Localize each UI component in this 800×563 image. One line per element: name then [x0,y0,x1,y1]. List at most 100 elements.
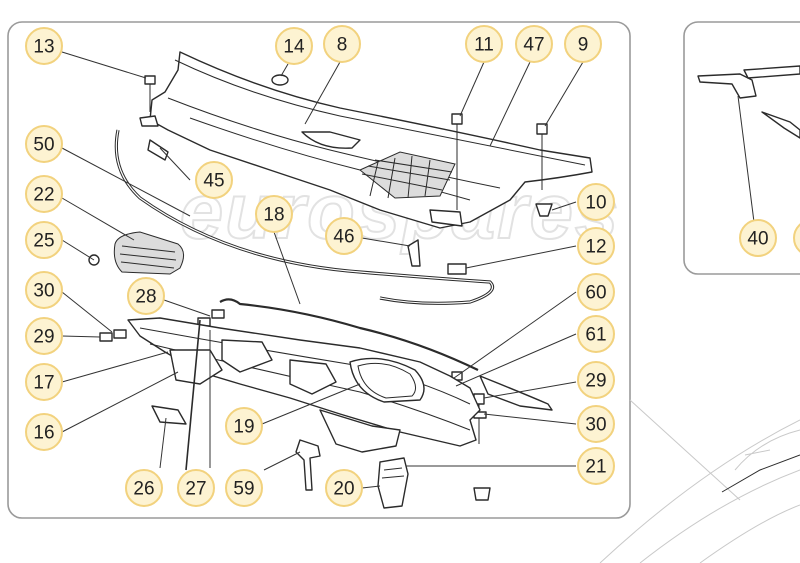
callout-circle [515,25,553,63]
callout-label: 22 [33,185,54,206]
callout-circle [25,413,63,451]
bracket [151,405,187,425]
callout-22: 22 [25,175,63,213]
callout-26: 26 [125,469,163,507]
cabin-filter [113,231,184,275]
callout-circle [577,405,615,443]
callout-circle [577,227,615,265]
callout-61: 61 [577,315,615,353]
callout-circle [25,221,63,259]
callout-circle [577,315,615,353]
callout-label: 16 [33,423,54,444]
callout-label: 61 [585,325,606,346]
callout-circle [25,125,63,163]
callout-8: 8 [323,25,361,63]
callout-circle [255,195,293,233]
inset-parts [697,65,800,139]
callout-9: 9 [564,25,602,63]
callout-label: 27 [185,479,206,500]
callout-circle [577,183,615,221]
callout-20: 20 [325,469,363,507]
callout-circle [125,469,163,507]
callout-circle [25,27,63,65]
pin [185,319,201,471]
callout-46: 46 [325,217,363,255]
duct [377,457,409,509]
callout-label: 14 [283,37,305,58]
callout-19: 19 [225,407,263,445]
callout-45: 45 [195,161,233,199]
callout-17: 17 [25,363,63,401]
hook [295,439,321,491]
callout-16: 16 [25,413,63,451]
callout-label: 45 [203,171,224,192]
callout-label: 12 [585,237,606,258]
callout-29b: 29 [577,361,615,399]
callout-label: 30 [33,281,54,302]
cowl-panel-upper [139,51,593,267]
callout-circle [127,277,165,315]
callout-25: 25 [25,221,63,259]
callout-circle [225,407,263,445]
callout-10: 10 [577,183,615,221]
callout-47: 47 [515,25,553,63]
callout-label: 21 [585,457,606,478]
main-frame [7,21,631,519]
callout-label: 47 [523,35,544,56]
callout-circle [25,317,63,355]
callout-label: 11 [474,35,494,56]
callout-40: 40 [739,219,777,257]
callout-14: 14 [275,27,313,65]
callout-circle [325,217,363,255]
callout-label: 29 [585,371,606,392]
car-outline [599,399,800,563]
callout-circle [323,25,361,63]
callout-28: 28 [127,277,165,315]
callout-circle [195,161,233,199]
callout-label: 59 [233,479,254,500]
callout-label: 50 [33,135,54,156]
callout-circle [564,25,602,63]
callout-label: 46 [333,227,354,248]
callout-label: 60 [585,283,606,304]
callout-circle [25,363,63,401]
callout-label: 29 [33,327,54,348]
callout-29a: 29 [25,317,63,355]
callout-label: 13 [33,37,54,58]
callout-30b: 30 [577,405,615,443]
callout-label: 25 [33,231,54,252]
callout-circle [577,361,615,399]
callout-label: 40 [747,229,768,250]
callout-21: 21 [577,447,615,485]
callout-50: 50 [25,125,63,163]
leader-lines [61,51,755,489]
callout-circle [25,175,63,213]
callout-circle [739,219,777,257]
callout-circle [225,469,263,507]
callout-circle [577,447,615,485]
callout-11: 11 [465,25,503,63]
callout-circle [177,469,215,507]
callout-label: 9 [578,35,589,56]
callout-group: 13 14 8 11 47 9 50 45 22 10 18 46 25 12 30 28 60 29 61 17 29… [25,25,800,507]
callout-circle [275,27,313,65]
callout-label: 30 [585,415,606,436]
callout-label: 28 [135,287,156,308]
callout-label: 19 [233,417,254,438]
callout-27: 27 [177,469,215,507]
callout-circle [577,273,615,311]
callout-circle [465,25,503,63]
callout-59: 59 [225,469,263,507]
callout-circle [325,469,363,507]
callout-label: 17 [33,373,54,394]
callout-circle [25,271,63,309]
callout-label: 18 [263,205,284,226]
callout-60: 60 [577,273,615,311]
inset-frame [683,21,800,275]
callout-label: 26 [133,479,154,500]
drain-hose [219,298,479,371]
callout-13: 13 [25,27,63,65]
callout-18: 18 [255,195,293,233]
callout-label: 20 [333,479,354,500]
